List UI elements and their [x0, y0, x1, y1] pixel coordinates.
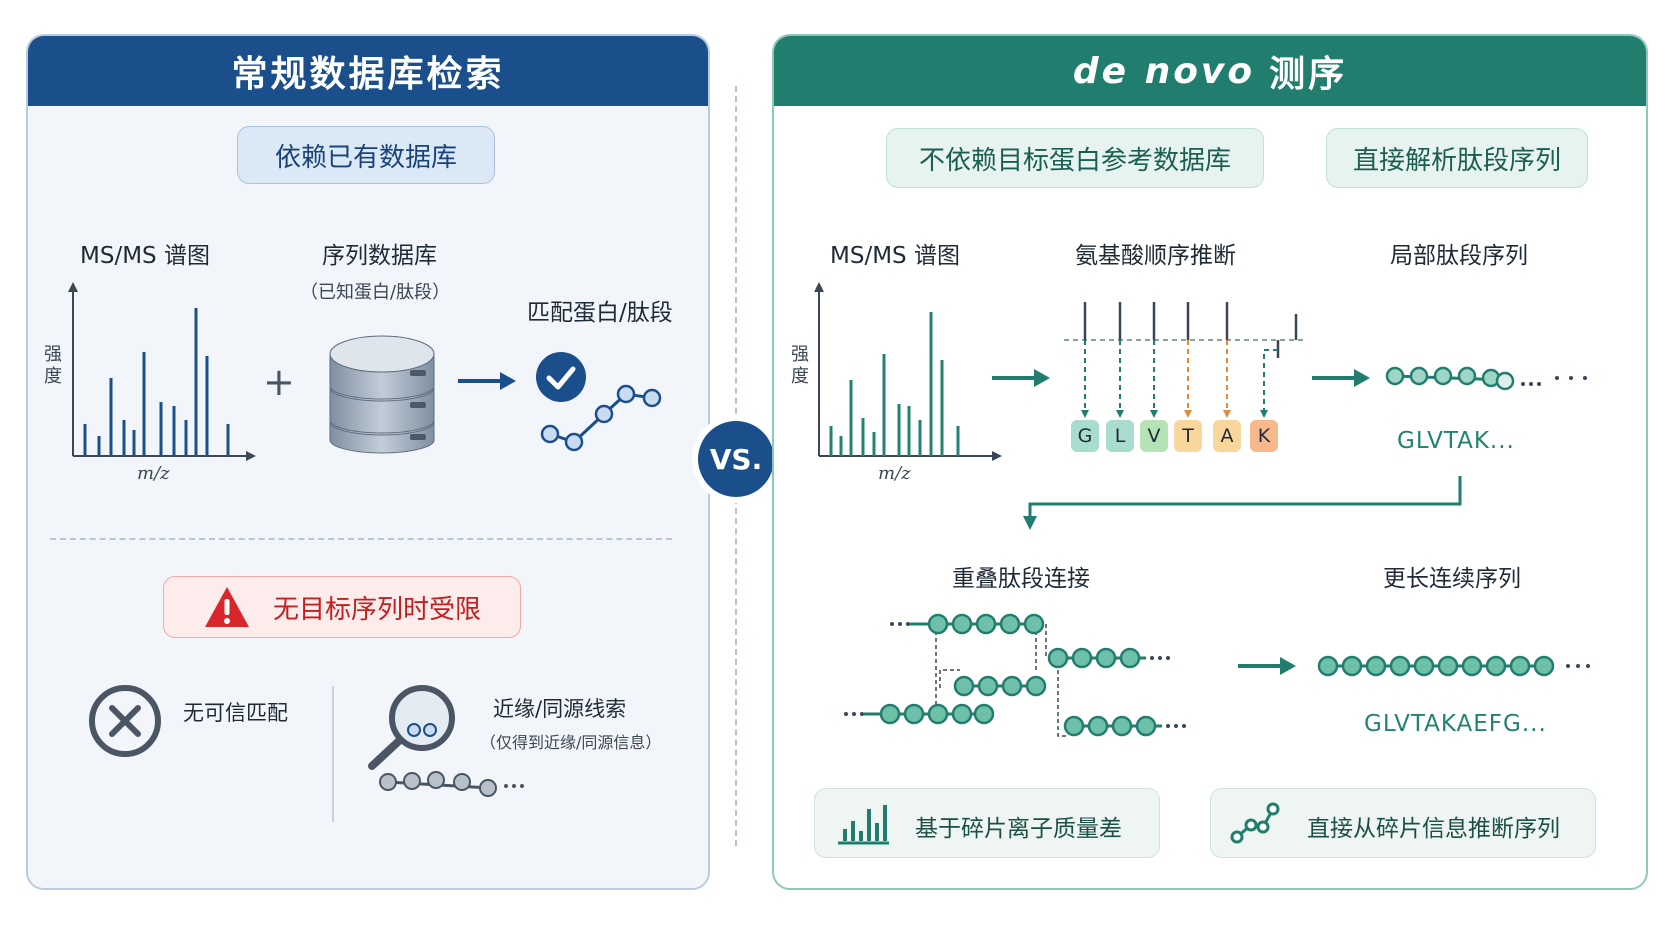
right-x-axis-label: m/z: [878, 463, 911, 484]
local-peptide-chain: [1385, 366, 1587, 391]
overlap-label: 重叠肽段连接: [952, 566, 1090, 592]
inference-label: 氨基酸顺序推断: [1075, 243, 1236, 269]
sequence-database-label: 序列数据库: [322, 243, 437, 269]
de-novo-title: de novo 测序: [774, 36, 1646, 106]
homolog-sub: （仅得到近缘/同源信息）: [480, 733, 662, 752]
de-novo-title-rest: 测序: [1269, 54, 1348, 95]
warning-text: 无目标序列时受限: [272, 594, 481, 625]
local-sequence-label: 局部肽段序列: [1390, 243, 1528, 269]
bar-chart-icon: [838, 805, 889, 845]
database-icon: [329, 335, 435, 454]
right-spectrum-chart: [814, 282, 1002, 461]
right-spectrum-label: MS/MS 谱图: [830, 243, 960, 269]
right-arrow-3-icon: [1238, 657, 1296, 675]
left-divider: [50, 538, 672, 540]
flow-connector: [1023, 476, 1462, 530]
check-icon: [536, 352, 586, 402]
homolog-label: 近缘/同源线索: [493, 697, 627, 721]
longer-label: 更长连续序列: [1383, 566, 1521, 592]
right-arrow-2-icon: [1312, 369, 1370, 387]
left-bottom-separator: [332, 686, 334, 822]
left-y-axis-label: 强度: [44, 344, 62, 387]
feature1-label: 基于碎片离子质量差: [915, 816, 1122, 842]
match-label: 匹配蛋白/肽段: [527, 300, 673, 326]
amino-acid-5: K: [1250, 420, 1278, 452]
matched-peptide-icon: [540, 384, 662, 452]
left-arrow-icon: [458, 372, 516, 390]
direct-parse-tag: 直接解析肽段序列: [1326, 128, 1588, 188]
longer-peptide-chain: [1317, 655, 1590, 677]
database-search-title: 常规数据库检索: [28, 36, 708, 106]
no-match-label: 无可信匹配: [183, 701, 288, 725]
homolog-chain-icon: [379, 771, 524, 797]
amino-acid-1: L: [1106, 420, 1134, 452]
overlap-fragments: [844, 613, 1186, 737]
right-y-axis-label: 强度: [791, 344, 809, 387]
amino-acid-3: T: [1174, 420, 1202, 452]
vs-badge: VS.: [698, 421, 774, 497]
plus-icon: +: [263, 360, 295, 404]
longer-sequence: GLVTAKAEFG...: [1364, 711, 1547, 737]
left-spectrum-label: MS/MS 谱图: [80, 243, 210, 269]
amino-acid-0: G: [1071, 420, 1099, 452]
warning-icon: [204, 587, 249, 627]
local-sequence: GLVTAK...: [1397, 428, 1515, 454]
sequence-database-sub: （已知蛋白/肽段）: [300, 282, 451, 303]
relies-on-database-tag: 依赖已有数据库: [237, 126, 495, 184]
direct-inference-feature: 直接从碎片信息推断序列: [1210, 788, 1596, 858]
feature2-label: 直接从碎片信息推断序列: [1307, 816, 1560, 842]
magnifier-icon: [368, 685, 455, 770]
fragment-mass-difference-feature: 基于碎片离子质量差: [814, 788, 1160, 858]
network-icon: [1230, 802, 1280, 844]
right-arrow-1-icon: [992, 369, 1050, 387]
no-reference-tag: 不依赖目标蛋白参考数据库: [886, 128, 1264, 188]
amino-acid-2: V: [1140, 420, 1168, 452]
limitation-warning: 无目标序列时受限: [163, 576, 521, 638]
no-match-icon: [89, 685, 161, 757]
de-novo-title-italic: de novo: [1072, 50, 1256, 92]
left-x-axis-label: m/z: [137, 463, 170, 484]
left-spectrum-chart: [68, 282, 256, 461]
inference-ladder: [1064, 302, 1306, 418]
amino-acid-4: A: [1213, 420, 1241, 452]
